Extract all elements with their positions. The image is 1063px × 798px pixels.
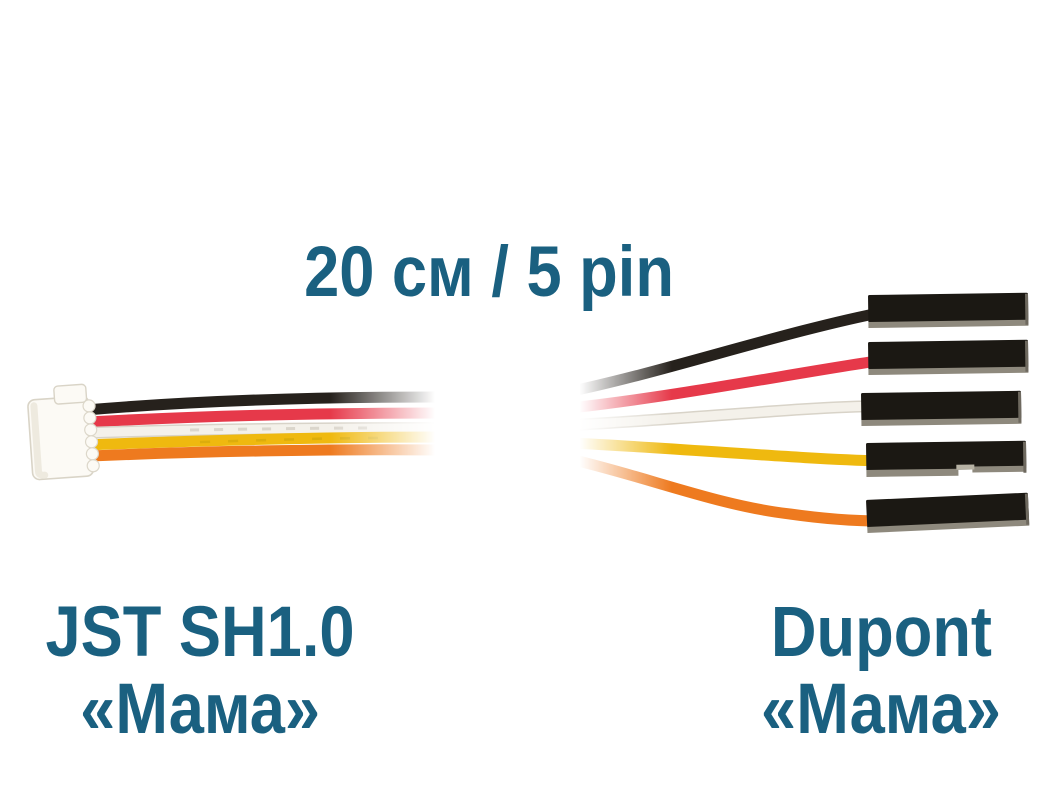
- dupont-label-line1: Dupont: [770, 593, 992, 672]
- dupont-connector-5: [866, 492, 1030, 533]
- jst-label-line2: «Мама»: [80, 670, 320, 749]
- dupont-assembly: [540, 292, 1030, 533]
- jst-connector: [27, 383, 100, 481]
- right-fade-overlay: [540, 362, 672, 492]
- jst-collar: [53, 383, 88, 405]
- dupont-label-line2: «Мама»: [761, 670, 1001, 749]
- length-pin-caption: 20 см / 5 pin: [281, 234, 697, 311]
- dupont-connector-4: [866, 440, 1027, 477]
- page-title: 20 см / 5 pin: [304, 233, 674, 312]
- dupont-connector-1: [868, 292, 1029, 328]
- jst-shading: [30, 402, 49, 479]
- dupont-connector-2: [868, 339, 1029, 375]
- dupont-label: Dupont «Мама»: [746, 594, 1016, 748]
- jst-label: JST SH1.0 «Мама»: [26, 594, 373, 748]
- dupont-contact-notch: [956, 464, 975, 470]
- left-fade-overlay: [330, 380, 476, 480]
- jst-crimp-ridges: [82, 399, 100, 473]
- jst-assembly: [27, 380, 476, 481]
- jst-label-line1: JST SH1.0: [45, 593, 355, 672]
- dupont-connector-3: [861, 390, 1022, 426]
- wire-print-marks-white: [189, 426, 371, 432]
